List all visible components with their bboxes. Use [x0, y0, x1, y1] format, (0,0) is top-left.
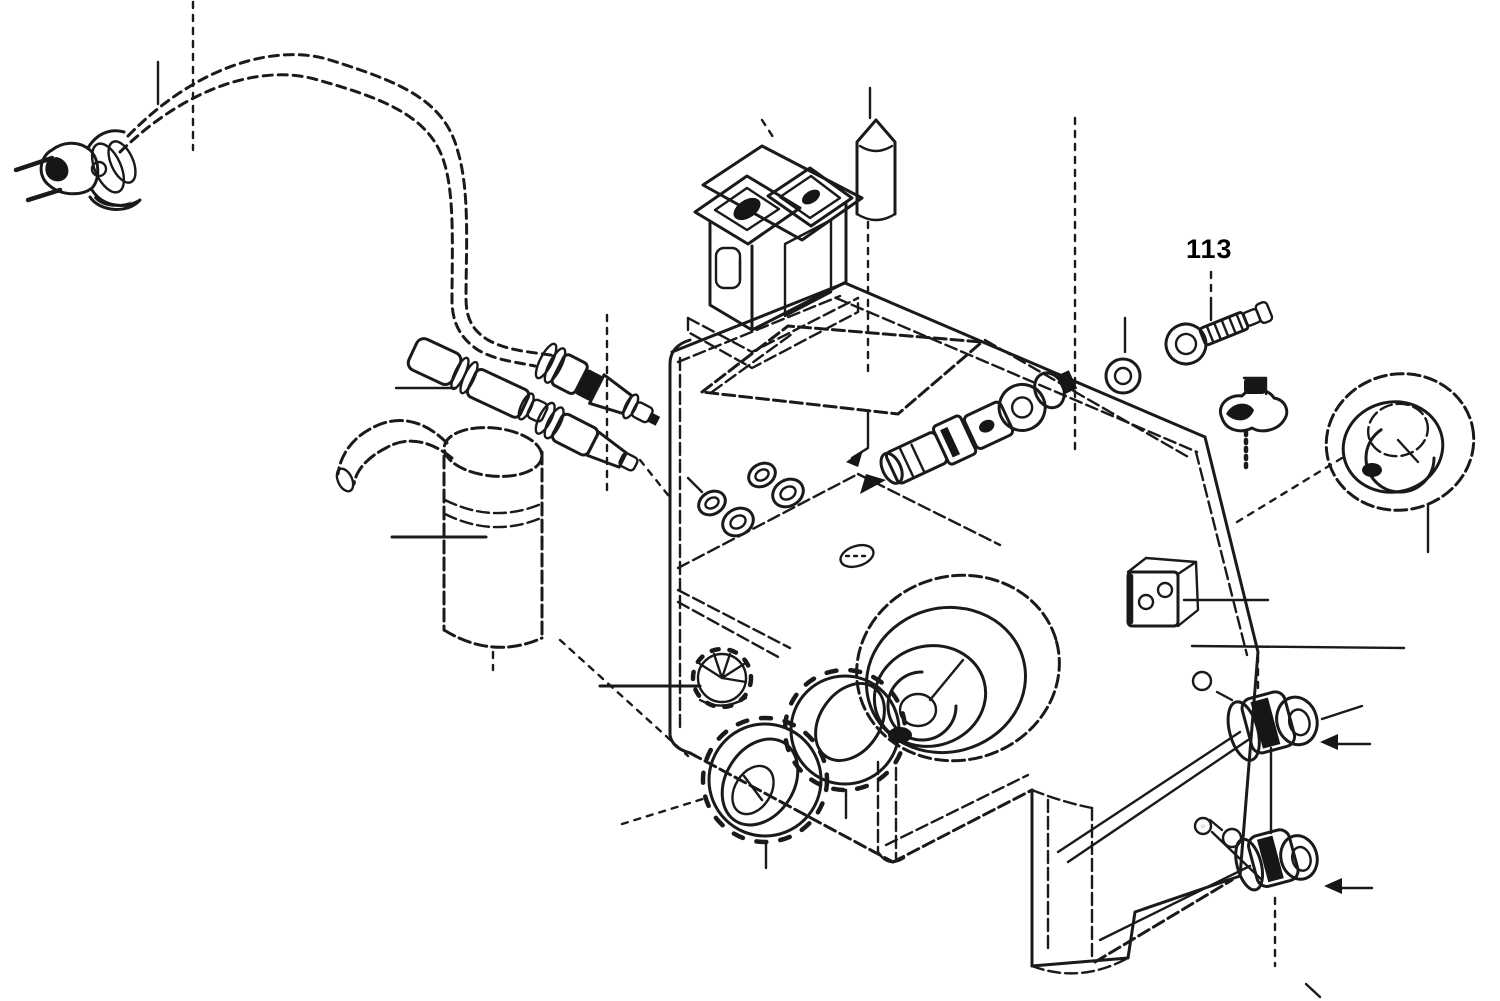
- grommet-leader-dash: [1235, 456, 1344, 524]
- valve-arrowhead: [846, 450, 863, 467]
- gland-ring-leader: [620, 796, 708, 826]
- fitting-113: [1164, 270, 1274, 366]
- nut-cluster-a: [686, 476, 755, 538]
- nut-cluster-b: [747, 461, 805, 509]
- valve-chevron: [860, 474, 886, 494]
- scalloped-nut: [690, 646, 754, 710]
- power-plug: [13, 129, 142, 211]
- switch-block: [686, 144, 864, 370]
- capacitor-canister: [442, 426, 544, 649]
- hex-nut-113: [1104, 316, 1142, 395]
- canister-leader-diagonal: [558, 638, 690, 758]
- cord-leader-line: [156, 0, 195, 152]
- inlet-grommet-ring: [1324, 372, 1476, 554]
- mounting-pin: [855, 86, 897, 380]
- bearing-boss: [855, 573, 1061, 763]
- long-leader-line: [1190, 644, 1406, 650]
- gland-ring-rear: [782, 667, 908, 820]
- prime-valve-block: [1126, 556, 1200, 628]
- canister-hose: [335, 419, 454, 493]
- valve-assembly: [846, 370, 1078, 494]
- valve-arrow-line: [850, 410, 870, 460]
- main-housing: [668, 281, 1260, 975]
- gland-ring-front: [700, 715, 830, 870]
- part-number-113-label: 113: [1186, 234, 1233, 264]
- cable-connector-b: [534, 342, 661, 472]
- pressure-knob-lower: [1098, 818, 1374, 999]
- knob-pointer-lower: [1193, 816, 1264, 882]
- power-cord: [118, 53, 558, 368]
- switch-leader-dashes: [760, 118, 777, 142]
- connector-leader-dash: [638, 458, 674, 502]
- elbow-fitting: [1219, 376, 1289, 471]
- pressure-knob-upper: [1056, 670, 1372, 864]
